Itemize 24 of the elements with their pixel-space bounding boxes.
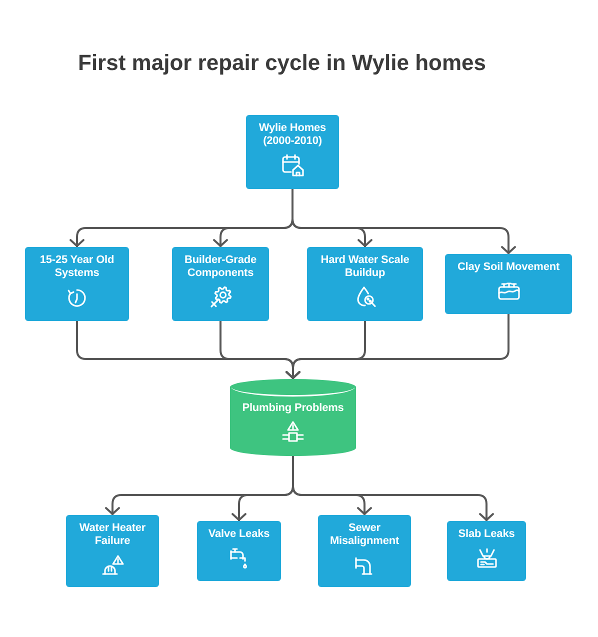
node-label: Valve Leaks (208, 528, 270, 541)
process-box (307, 247, 423, 321)
process-box (318, 515, 411, 587)
node-label: Plumbing Problems (242, 402, 344, 415)
node-label: Wylie Homes (2000-2010) (258, 122, 328, 148)
cylinder-shape (230, 379, 356, 456)
process-box (66, 515, 159, 587)
node-label: Water Heater Failure (78, 522, 147, 548)
node-label: Hard Water Scale Buildup (320, 254, 410, 280)
node-label: Sewer Misalignment (328, 522, 400, 548)
process-box (246, 115, 339, 189)
node-label: Clay Soil Movement (457, 261, 560, 274)
connector-arrow (292, 456, 494, 521)
connector-arrow (286, 314, 510, 379)
process-box (445, 254, 572, 314)
process-box (25, 247, 129, 321)
diagram-title: First major repair cycle in Wylie homes (78, 50, 486, 76)
process-box (447, 521, 526, 581)
process-box (197, 521, 281, 581)
connector-arrow (292, 189, 516, 254)
process-box (172, 247, 269, 321)
node-label: 15-25 Year Old Systems (38, 254, 116, 280)
node-label: Slab Leaks (458, 528, 515, 541)
node-label: Builder-Grade Components (183, 254, 258, 280)
